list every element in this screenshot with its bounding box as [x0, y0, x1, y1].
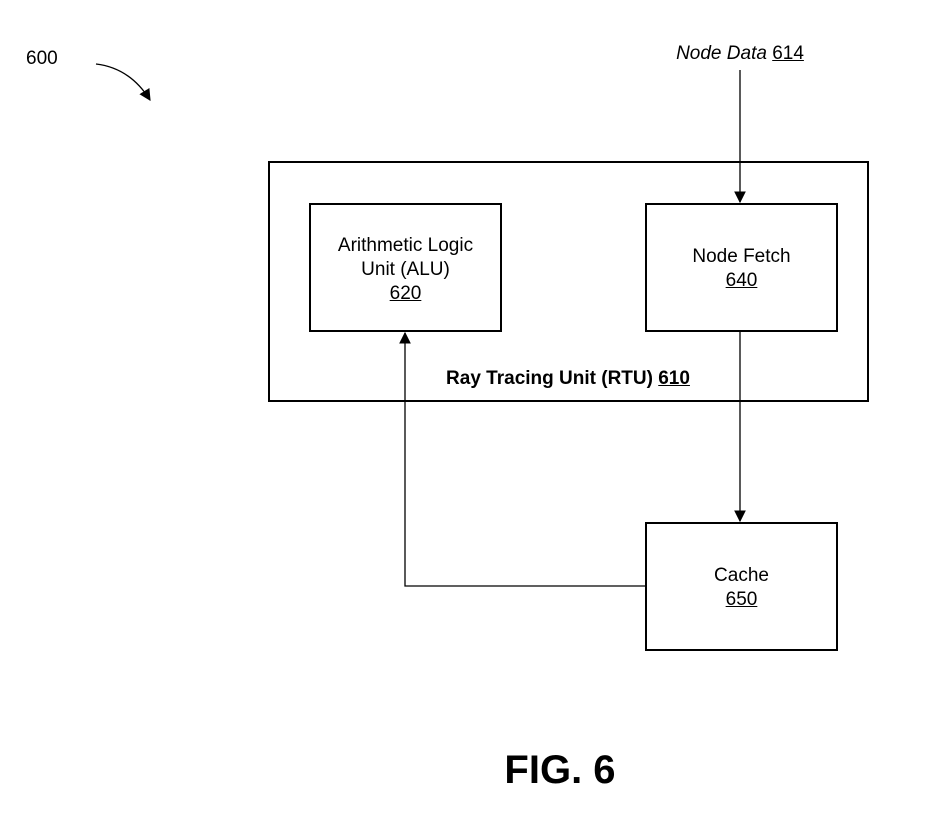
node-fetch-box: Node Fetch 640	[645, 203, 838, 332]
cache-label: Cache	[714, 565, 769, 586]
node-data-ref: 614	[772, 43, 804, 64]
figure-caption: FIG. 6	[504, 748, 616, 792]
rtu-label-text: Ray Tracing Unit (RTU)	[446, 368, 653, 389]
figure-reference-leader-arrow	[95, 63, 151, 101]
node-fetch-label: Node Fetch	[692, 246, 791, 267]
cache-ref: 650	[725, 589, 758, 610]
cache-to-alu-arrow	[399, 331, 645, 587]
node-fetch-ref: 640	[725, 270, 758, 291]
rtu-ref: 610	[658, 368, 690, 389]
node-data-text: Node Data	[676, 43, 767, 64]
alu-ref: 620	[389, 283, 422, 304]
rtu-label: Ray Tracing Unit (RTU) 610	[270, 368, 866, 390]
alu-label-line1: Arithmetic Logic	[337, 235, 474, 256]
alu-box: Arithmetic Logic Unit (ALU) 620	[309, 203, 502, 332]
node-data-label: Node Data 614	[640, 43, 840, 65]
alu-label-line2: Unit (ALU)	[361, 259, 450, 280]
cache-box: Cache 650	[645, 522, 838, 651]
figure-reference-number: 600	[26, 48, 58, 69]
